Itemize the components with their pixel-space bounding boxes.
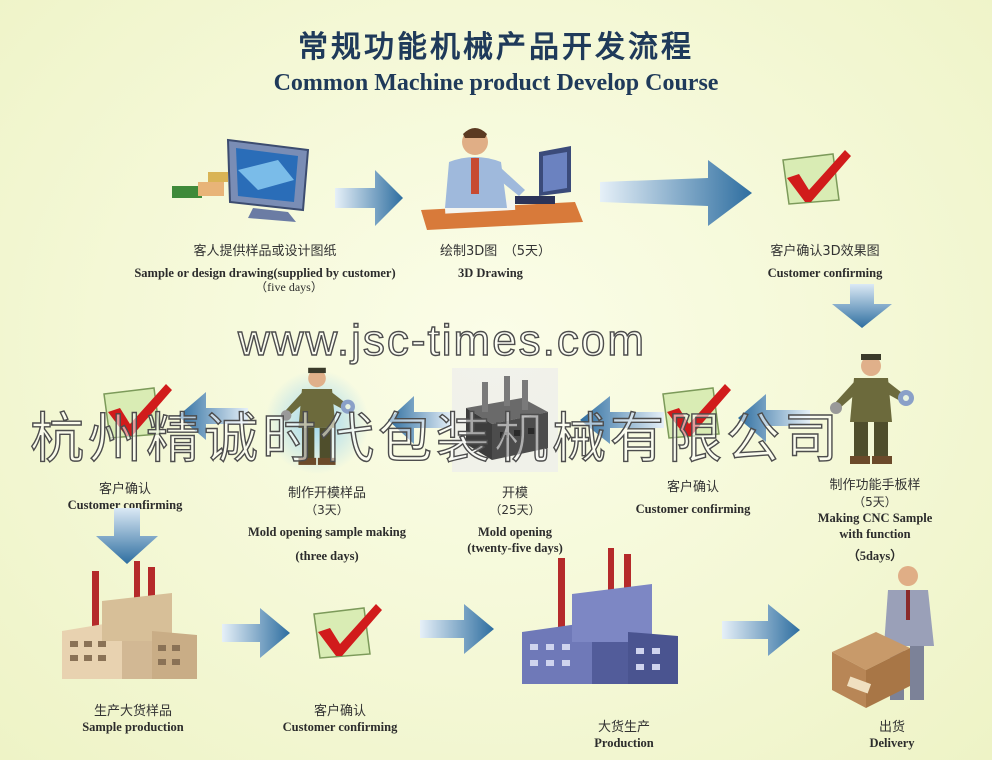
- page-title-cn: 常规功能机械产品开发流程: [298, 30, 694, 65]
- worker-with-gears-icon: [265, 367, 369, 474]
- blue-flow-arrow-icon: [178, 392, 248, 440]
- step-duration: （five days）: [255, 280, 323, 294]
- step-label-cn: 绘制3D图 （5天）: [440, 244, 552, 259]
- step-label-en: 3D Drawing: [458, 266, 523, 280]
- step-label-en: Customer confirming: [767, 266, 883, 280]
- blue-flow-arrow-icon: [388, 396, 452, 444]
- blue-flow-arrow-icon: [832, 284, 892, 328]
- step-confirm3d-caption: 客户确认3D效果图 Customer confirming: [740, 240, 910, 281]
- blue-flow-arrow-icon: [580, 396, 664, 444]
- watermark-company: 杭州精诚时代包装机械有限公司: [29, 406, 842, 470]
- page-title-en: Common Machine product Develop Course: [273, 70, 719, 96]
- step-label-en: Sample or design drawing(supplied by cus…: [134, 266, 396, 280]
- blue-flow-arrow-icon: [600, 160, 752, 226]
- mold-machine-icon: [452, 368, 558, 472]
- step-delivery-caption: 出货 Delivery: [842, 716, 942, 751]
- factory-icon: [522, 548, 678, 684]
- step-moldsample-caption: 制作开模样品 （3天） Mold opening sample making (…: [222, 482, 432, 564]
- step-cnc-caption: 制作功能手板样 （5天） Making CNC Sample with func…: [790, 474, 960, 564]
- step-duration-cn: （3天）: [305, 503, 349, 517]
- step-label-en: Customer confirming: [635, 502, 751, 516]
- step-label-en: with function: [839, 527, 911, 541]
- step-label-en: Production: [594, 736, 654, 750]
- step-label-cn: 制作开模样品: [287, 486, 366, 501]
- step-label-en: Sample production: [82, 720, 184, 734]
- watermark-url: www.jsc-times.com: [237, 315, 647, 365]
- step-confirm3-caption: 客户确认 Customer confirming: [50, 478, 200, 513]
- factory-icon: [62, 561, 197, 679]
- step-duration-en: (three days): [295, 549, 359, 563]
- blue-flow-arrow-icon: [738, 394, 810, 442]
- step-label-cn: 大货生产: [597, 720, 650, 735]
- blue-flow-arrow-icon: [420, 604, 494, 654]
- step-confirm2-caption: 客户确认 Customer confirming: [618, 476, 768, 517]
- step-label-cn: 客人提供样品或设计图纸: [193, 244, 337, 259]
- blue-flow-arrow-icon: [96, 508, 158, 564]
- step-label-cn: 出货: [878, 720, 905, 735]
- designer-at-desk-icon: [421, 128, 583, 230]
- businessman-with-crate-icon: [832, 566, 934, 708]
- step-label-en: Customer confirming: [282, 720, 398, 734]
- step-label-cn: 客户确认: [666, 480, 719, 495]
- step-label-en: Mold opening sample making: [247, 525, 406, 539]
- step-duration-cn: （5天）: [853, 495, 897, 509]
- step-label-en: Delivery: [869, 736, 915, 750]
- step-duration-cn: （25天）: [489, 503, 541, 517]
- step-sample-caption: 客人提供样品或设计图纸 Sample or design drawing(sup…: [106, 240, 424, 293]
- red-checkmark-icon: [306, 602, 386, 662]
- step-confirm4-caption: 客户确认 Customer confirming: [262, 700, 418, 735]
- red-checkmark-icon: [775, 148, 855, 208]
- step-label-cn: 制作功能手板样: [829, 478, 921, 493]
- step-label-en: Customer confirming: [67, 498, 183, 512]
- computer-hand-icon: [172, 138, 310, 222]
- step-label-en: Making CNC Sample: [817, 511, 933, 525]
- blue-flow-arrow-icon: [335, 170, 403, 226]
- step-label-cn: 生产大货样品: [93, 704, 172, 719]
- step-production-caption: 大货生产 Production: [556, 716, 692, 751]
- step-label-cn: 开模: [501, 486, 528, 501]
- blue-flow-arrow-icon: [222, 608, 290, 658]
- step-label-cn: 客户确认: [313, 704, 366, 719]
- step-label-en: Mold opening: [478, 525, 552, 539]
- step-label-cn: 客户确认: [98, 482, 151, 497]
- step-mold-caption: 开模 （25天） Mold opening (twenty-five days): [440, 482, 590, 556]
- step-label-cn: 客户确认3D效果图: [770, 244, 880, 259]
- step-duration-en: (twenty-five days): [467, 541, 563, 555]
- step-duration-en: （5days）: [847, 549, 903, 563]
- step-sampleprod-caption: 生产大货样品 Sample production: [60, 700, 206, 735]
- step-drawing-caption: 绘制3D图 （5天） 3D Drawing: [440, 240, 580, 281]
- blue-flow-arrow-icon: [722, 604, 800, 656]
